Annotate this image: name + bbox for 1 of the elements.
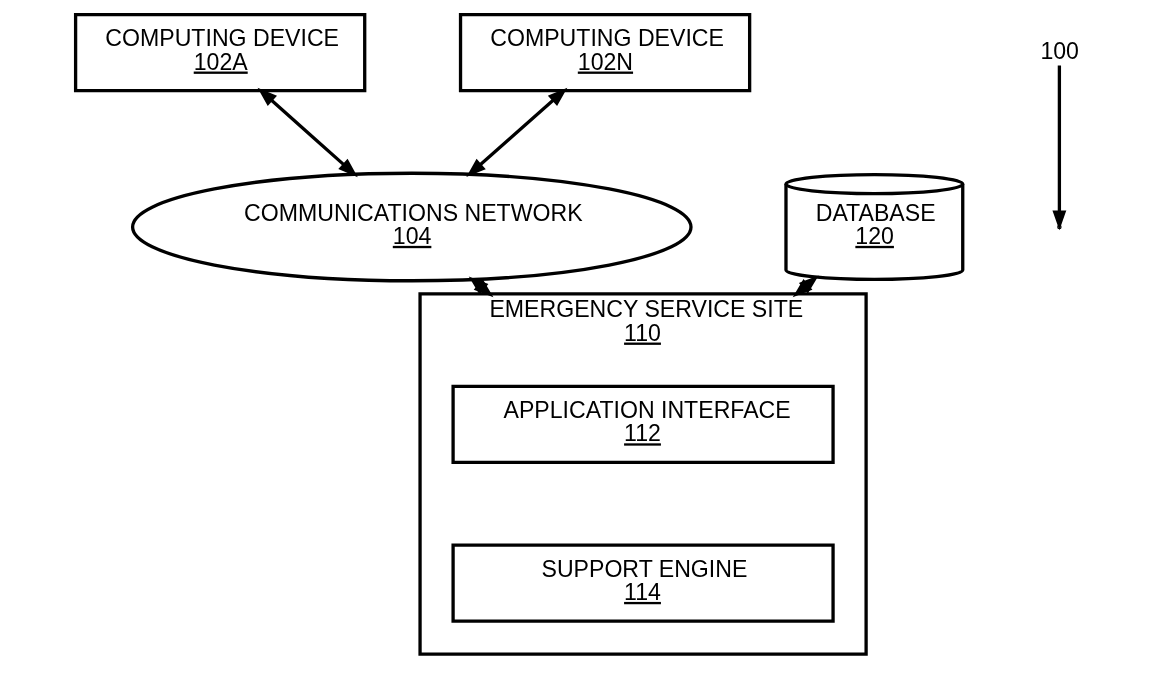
node-text: 100 [1040, 37, 1079, 64]
